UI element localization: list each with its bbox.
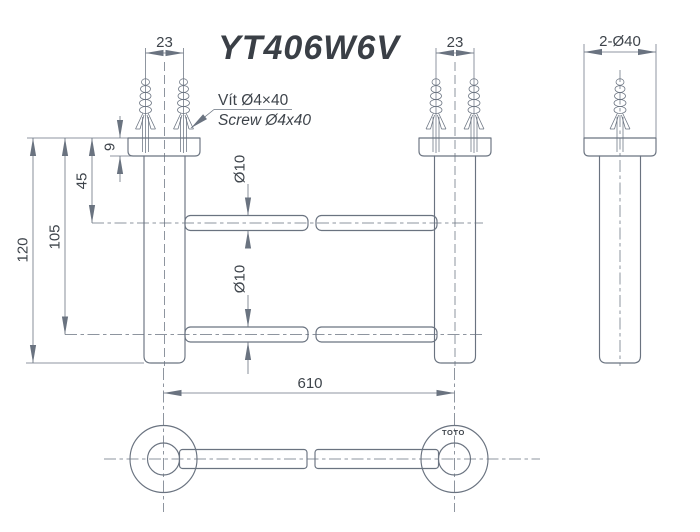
bottom-view: TOTO [104, 368, 540, 512]
dim-bar-span-label: 610 [297, 375, 322, 392]
dim-bar1-offset-label: 45 [74, 173, 91, 190]
flange-outer-circle [420, 424, 489, 494]
dim-bar2-diameter: Ø10 [232, 265, 252, 374]
towel-bar-bottom [65, 326, 483, 343]
dim-post-length: 120 [15, 138, 37, 363]
right-post [418, 48, 492, 366]
callout-line1: Vít Ø4×40 [218, 92, 289, 109]
post-flange [583, 137, 657, 157]
dim-flange-thickness: 9 [102, 116, 124, 182]
dim-bar1-diameter: Ø10 [232, 155, 252, 249]
product-code-title: YT406W6V [218, 29, 402, 67]
dim-post-length-label: 120 [15, 237, 32, 262]
dim-bar-span: 610 [163, 375, 455, 397]
dim-bar1-offset: 45 [74, 138, 96, 223]
dim-bar1-diameter-label: Ø10 [232, 155, 249, 183]
left-post [127, 48, 201, 366]
dim-bar2-offset-label: 105 [47, 224, 64, 249]
toto-logo: TOTO [442, 428, 465, 437]
dim-screw-spacing-right: 23 [436, 34, 474, 57]
side-view: 2-Ø40 [583, 33, 657, 366]
towel-bar-top [92, 214, 483, 232]
post-flange [127, 137, 201, 157]
callout-leader [190, 109, 215, 129]
dim-screw-spacing-left: 23 [145, 34, 184, 57]
dim-left-stack: 120 105 45 9 [15, 116, 144, 364]
dim-flange-diameter-label: 2-Ø40 [599, 33, 641, 50]
dim-flange-thickness-label: 9 [102, 143, 119, 151]
dim-bar2-diameter-label: Ø10 [232, 265, 249, 293]
front-view: 120 105 45 9 23 23 [15, 34, 492, 397]
dim-bar2-offset: 105 [47, 138, 69, 335]
dim-screw-spacing-right-label: 23 [447, 34, 464, 51]
dim-screw-spacing-left-label: 23 [156, 34, 173, 51]
connector-bar [178, 448, 440, 470]
flange-outer-circle [129, 424, 198, 494]
callout-line2: Screw Ø4x40 [218, 112, 311, 129]
dim-flange-diameter: 2-Ø40 [583, 33, 657, 138]
screw-callout: Vít Ø4×40 Screw Ø4x40 [190, 92, 311, 129]
post-flange [418, 137, 492, 157]
